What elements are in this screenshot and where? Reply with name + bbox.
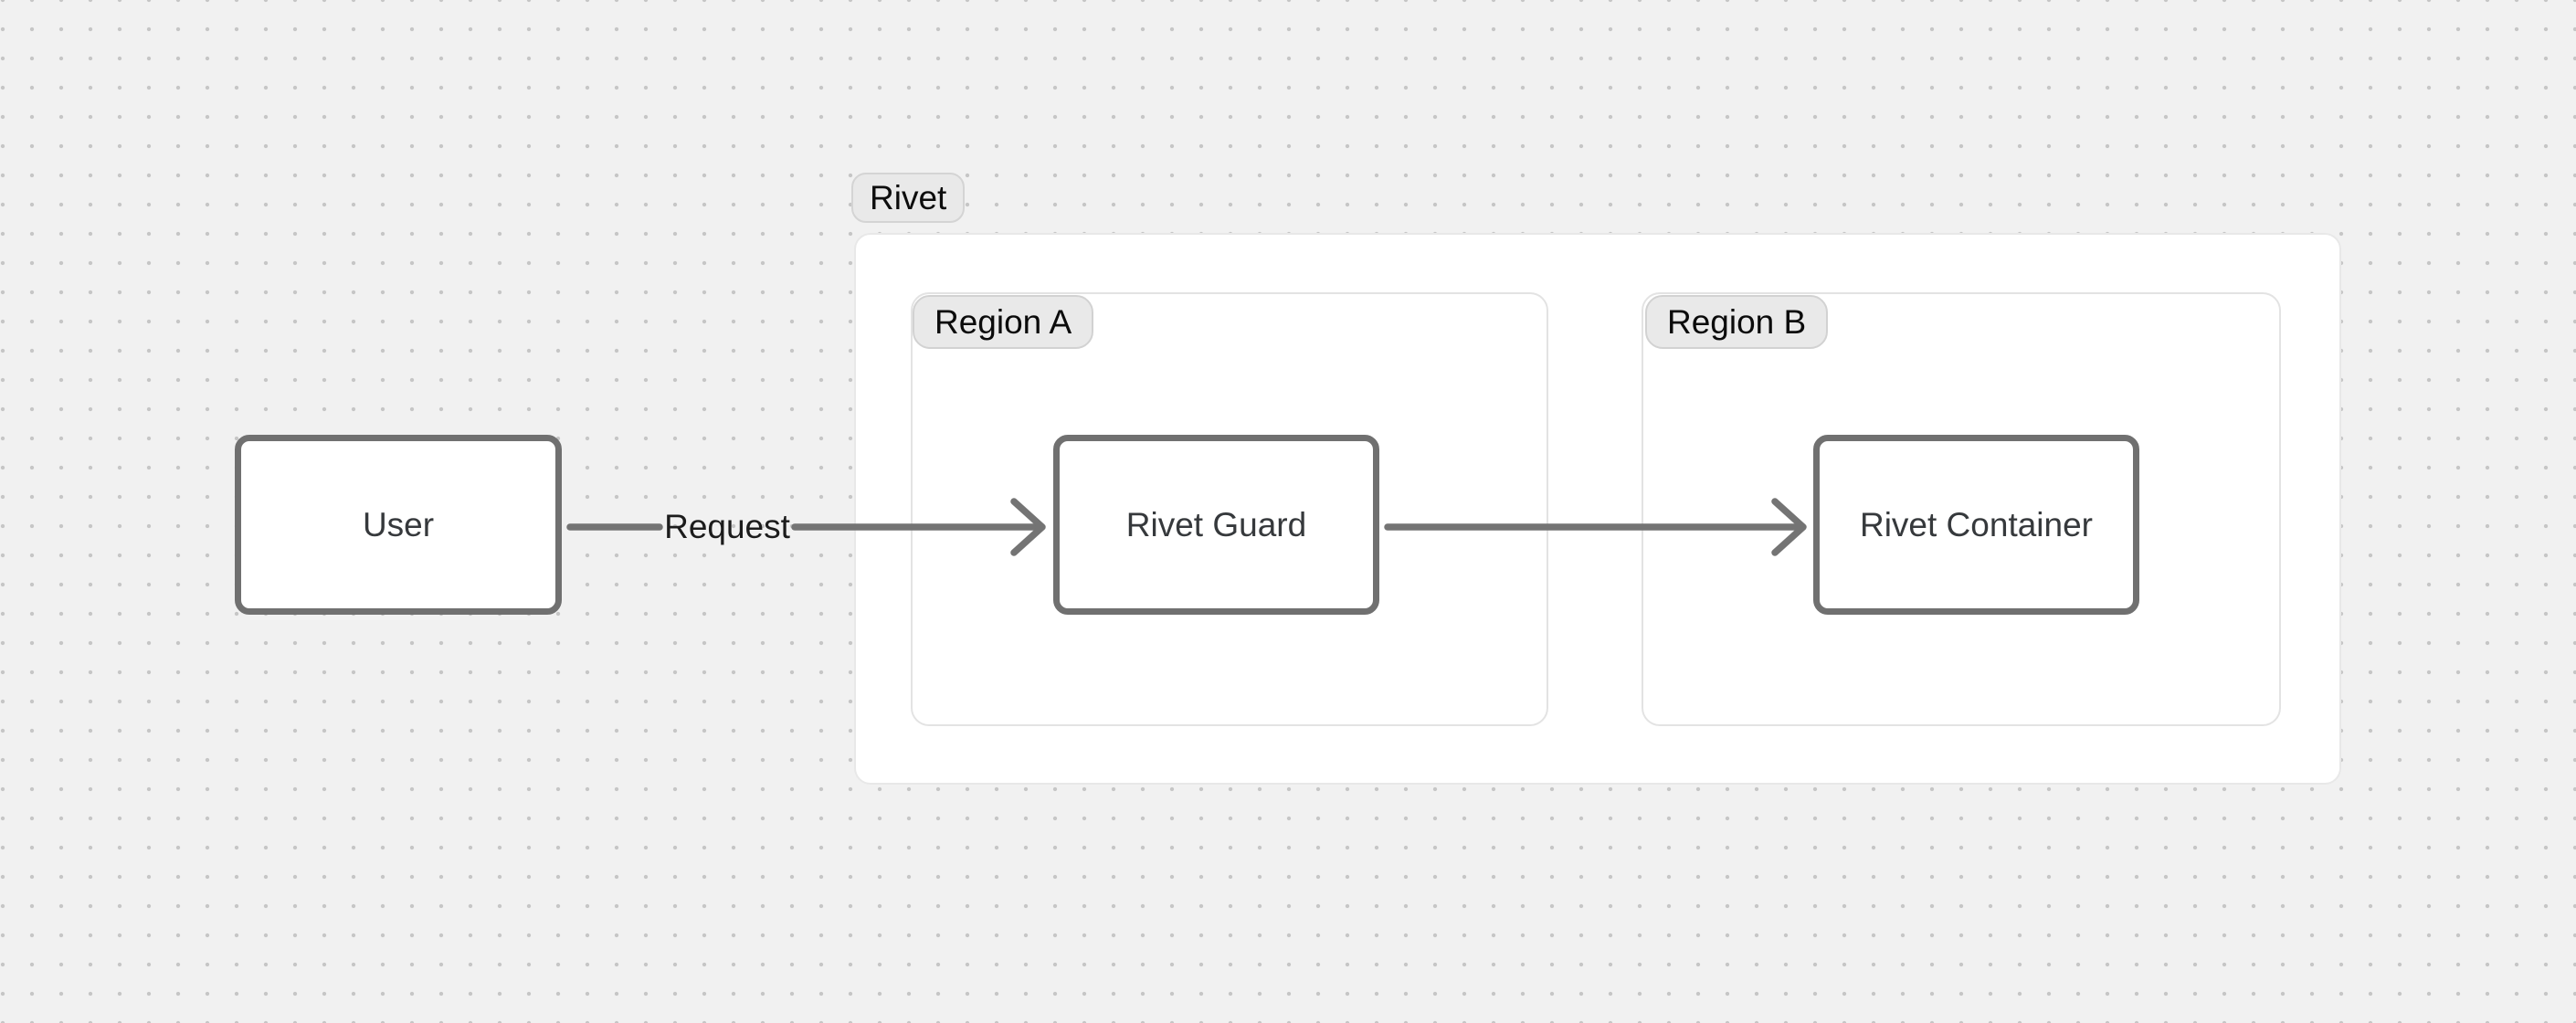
- node-rivet-guard-label: Rivet Guard: [1125, 505, 1307, 543]
- node-user-label: User: [362, 505, 435, 543]
- node-rivet-container[interactable]: Rivet Container: [1813, 435, 2139, 615]
- node-rivet-guard[interactable]: Rivet Guard: [1053, 435, 1379, 615]
- group-badge-label: Rivet: [870, 178, 947, 216]
- region-badge-a[interactable]: Region A: [913, 295, 1094, 349]
- node-rivet-container-label: Rivet Container: [1859, 505, 2093, 543]
- region-badge-a-label: Region A: [934, 302, 1072, 341]
- region-badge-b[interactable]: Region B: [1645, 295, 1829, 349]
- group-badge-rivet[interactable]: Rivet: [851, 173, 966, 223]
- node-user[interactable]: User: [235, 435, 562, 615]
- region-badge-b-label: Region B: [1667, 302, 1807, 341]
- edge-label-request: Request: [664, 508, 790, 545]
